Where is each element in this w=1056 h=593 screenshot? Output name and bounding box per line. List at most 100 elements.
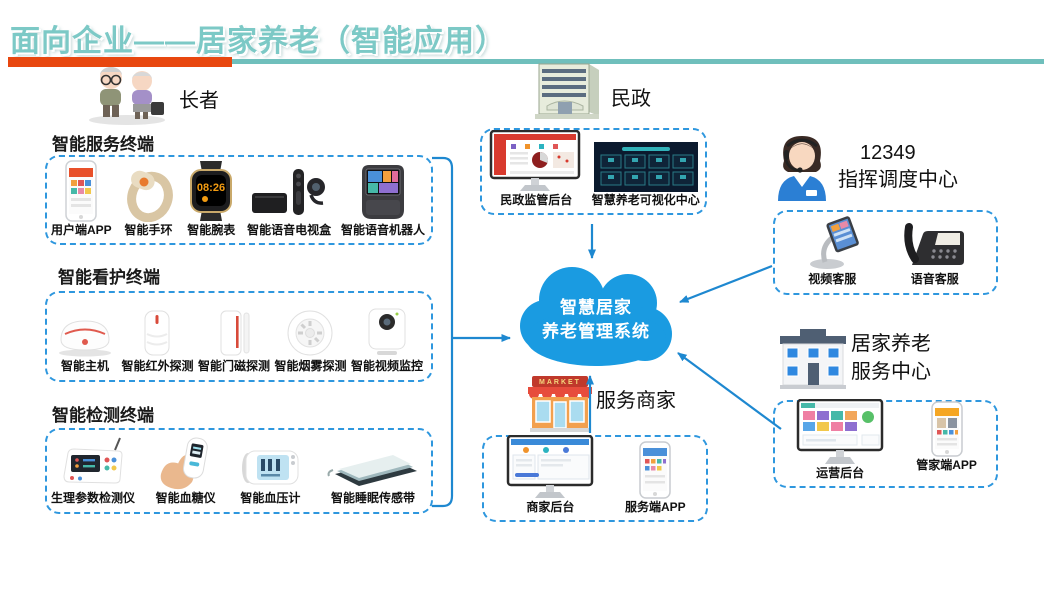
- government-building-icon: [535, 63, 599, 119]
- cloud-system-label: 智慧居家 养老管理系统: [519, 296, 673, 344]
- dispatch-center-label: 12349 指挥调度中心: [838, 140, 958, 194]
- tablet-on-stand-icon: [810, 216, 860, 270]
- smart-watch-icon: 08:26: [190, 161, 233, 222]
- dark-dashboard-screen-icon: [593, 142, 698, 193]
- device-butler-app: 管家端APP: [916, 401, 977, 481]
- device-smart-band: 智能手环: [122, 166, 176, 238]
- device-video-service: 视频客服: [803, 213, 861, 287]
- device-label: 管家端APP: [916, 458, 977, 473]
- arrow-servicecenter-to-cloud: [677, 352, 782, 430]
- left-bracket: [432, 156, 454, 508]
- device-label: 视频客服: [808, 272, 857, 287]
- device-label: 服务端APP: [624, 500, 686, 515]
- watch-time: 08:26: [197, 182, 225, 194]
- device-voice-service: 语音客服: [902, 217, 968, 287]
- market-sign-text: MARKET: [539, 379, 581, 386]
- monitor-blue-dashboard-icon: [507, 435, 594, 499]
- device-smart-watch: 08:26 智能腕表: [185, 160, 237, 238]
- section-header-care: 智能看护终端: [58, 268, 160, 287]
- phone-blue-app-icon: [639, 441, 672, 499]
- section-header-detect: 智能检测终端: [52, 406, 154, 425]
- monitor-colorful-dashboard-icon: [796, 399, 884, 465]
- pir-sensor-icon: [144, 310, 170, 356]
- device-label: 智能语音机器人: [340, 223, 425, 238]
- civil-affairs-box: 民政监管后台 智慧养老可视化中心: [480, 128, 707, 215]
- service-center-building-icon: [780, 329, 846, 389]
- device-label: 智能手环: [124, 223, 173, 238]
- sleep-sensor-band-icon: [327, 455, 417, 487]
- dispatch-number: 12349: [860, 142, 916, 164]
- device-label: 智能门磁探测: [197, 359, 270, 374]
- detect-terminals-box: 生理参数检测仪 智能血糖仪: [45, 428, 433, 514]
- civil-affairs-label: 民政: [611, 88, 651, 110]
- device-video-camera: 智能视频监控: [351, 306, 423, 374]
- device-label: 运营后台: [816, 466, 865, 481]
- device-label: 智能语音电视盒: [247, 223, 332, 238]
- service-center-box: 运营后台 管家端APP: [773, 399, 998, 488]
- door-magnet-icon: [220, 310, 250, 356]
- device-label: 商家后台: [526, 500, 575, 515]
- device-label: 智能血压计: [240, 491, 301, 506]
- phone-orange-app-icon: [930, 401, 963, 457]
- title-underline-red: [8, 57, 232, 67]
- device-label: 智能视频监控: [350, 359, 423, 374]
- device-label: 智能血糖仪: [155, 491, 216, 506]
- device-operations-backend: 运营后台: [794, 399, 886, 481]
- device-label: 语音客服: [910, 272, 959, 287]
- device-visualization-center: 智慧养老可视化中心: [592, 142, 700, 208]
- blood-pressure-icon: [242, 450, 299, 485]
- dispatch-box: 视频客服 语音客服: [773, 210, 998, 295]
- smart-band-icon: [126, 170, 173, 223]
- device-merchant-backend: 商家后台: [504, 435, 596, 515]
- device-label: 智能红外探测: [121, 359, 194, 374]
- device-label: 智能腕表: [187, 223, 236, 238]
- device-label: 智能主机: [60, 359, 109, 374]
- service-center-line2: 服务中心: [851, 361, 931, 383]
- device-voice-tv-box: 智能语音电视盒: [247, 166, 331, 238]
- dispatch-name: 指挥调度中心: [838, 169, 958, 191]
- device-label: 民政监管后台: [500, 193, 573, 208]
- alarm-host-icon: [59, 320, 111, 357]
- smart-speaker-screen-icon: [361, 165, 404, 220]
- ip-camera-icon: [368, 308, 406, 356]
- device-glucose-meter: 智能血糖仪: [156, 434, 216, 506]
- device-sleep-band: 智能睡眠传感带: [325, 446, 421, 506]
- monitor-red-dashboard-icon: [489, 130, 581, 192]
- arrow-dispatch-to-cloud: [679, 264, 773, 304]
- device-civil-backend: 民政监管后台: [487, 130, 585, 208]
- device-label: 智能睡眠传感带: [330, 491, 415, 506]
- tv-box-remote-camera-icon: [252, 169, 326, 216]
- title-underline-teal: [232, 59, 1044, 64]
- elder-label: 长者: [179, 90, 219, 112]
- service-center-label: 居家养老 服务中心: [851, 330, 931, 386]
- market-shop-icon: MARKET: [528, 376, 592, 432]
- device-label: 智能烟雾探测: [274, 359, 347, 374]
- device-bp-monitor: 智能血压计: [236, 442, 304, 506]
- device-label: 用户端APP: [51, 223, 112, 238]
- device-voice-robot: 智能语音机器人: [341, 162, 425, 238]
- device-label: 生理参数检测仪: [51, 491, 136, 506]
- section-header-service: 智能服务终端: [52, 135, 154, 154]
- care-terminals-box: 智能主机 智能红外探测 智能门磁探测: [45, 291, 433, 382]
- service-terminals-box: 用户端APP 智能手环 08:26 智能腕表: [45, 155, 433, 245]
- device-physio-monitor: 生理参数检测仪: [51, 436, 135, 506]
- desk-phone-icon: [904, 223, 964, 266]
- device-door-sensor: 智能门磁探测: [198, 308, 270, 374]
- physio-monitor-icon: [63, 437, 123, 484]
- elderly-couple-icon: [89, 67, 165, 125]
- device-label: 智慧养老可视化中心: [591, 193, 700, 208]
- device-service-app: 服务端APP: [625, 441, 686, 515]
- device-smart-host: 智能主机: [53, 314, 117, 374]
- cloud-label-line1: 智慧居家: [560, 298, 632, 317]
- device-infrared-detector: 智能红外探测: [121, 308, 194, 374]
- page-title: 面向企业——居家养老（智能应用）: [10, 25, 506, 58]
- device-user-app: 用户端APP: [51, 160, 112, 238]
- merchants-label: 服务商家: [596, 390, 676, 412]
- device-smoke-detector: 智能烟雾探测: [274, 308, 347, 374]
- call-agent-icon: [778, 136, 826, 201]
- service-center-line1: 居家养老: [851, 333, 931, 355]
- smoke-detector-icon: [287, 310, 333, 356]
- smartphone-app-icon: [65, 160, 98, 222]
- glucose-meter-icon: [160, 437, 208, 490]
